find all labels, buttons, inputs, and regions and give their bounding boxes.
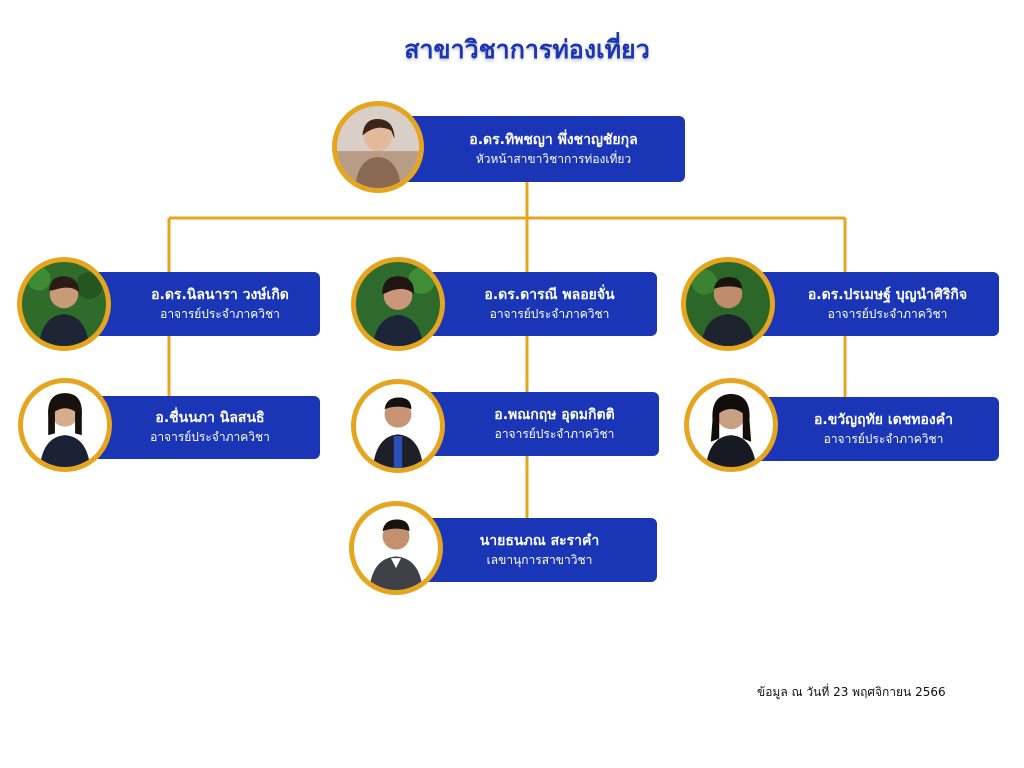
person-name: อ.ดร.นิลนารา วงษ์เกิด	[151, 286, 289, 303]
person-photo-icon	[354, 506, 438, 590]
data-date-note: ข้อมูล ณ วันที่ 23 พฤศจิกายน 2566	[757, 685, 946, 699]
avatar	[332, 101, 424, 193]
person-photo-icon	[356, 262, 440, 346]
person-name: อ.ชื่นนภา นิลสนธิ	[155, 410, 265, 426]
member-card: อ.ชื่นนภา นิลสนธิ อาจารย์ประจำภาควิชา	[84, 396, 320, 459]
person-name: อ.ดร.ดารณี พลอยจั่น	[484, 286, 615, 303]
avatar	[17, 257, 111, 351]
avatar	[681, 257, 775, 351]
person-name: อ.พณกฤษ อุดมกิตติ	[494, 406, 615, 423]
avatar	[349, 501, 443, 595]
person-photo-icon	[686, 262, 770, 346]
member-card: อ.ขวัญฤทัย เดชทองคำ อาจารย์ประจำภาควิชา	[752, 397, 999, 461]
avatar	[684, 378, 778, 472]
person-role: อาจารย์ประจำภาควิชา	[823, 431, 944, 446]
person-photo-icon	[689, 383, 773, 467]
person-role: อาจารย์ประจำภาควิชา	[827, 306, 948, 321]
member-card: อ.ดร.ดารณี พลอยจั่น อาจารย์ประจำภาควิชา	[418, 272, 657, 336]
person-name: นายธนภณ สะราคำ	[479, 532, 600, 549]
member-card: อ.ดร.นิลนารา วงษ์เกิด อาจารย์ประจำภาควิช…	[82, 272, 320, 336]
person-photo-icon	[22, 262, 106, 346]
person-photo-icon	[356, 384, 440, 468]
person-role: อาจารย์ประจำภาควิชา	[150, 430, 270, 444]
person-name: อ.ขวัญฤทัย เดชทองคำ	[814, 411, 953, 428]
avatar	[351, 379, 445, 473]
person-role: เลขานุการสาขาวิชา	[486, 552, 593, 567]
person-role: หัวหน้าสาขาวิชาการท่องเที่ยว	[475, 151, 632, 166]
person-photo-icon	[23, 383, 107, 467]
person-name: อ.ดร.ปรเมษฐ์ บุญนำศิริกิจ	[807, 286, 968, 303]
member-card: นายธนภณ สะราคำ เลขานุการสาขาวิชา	[418, 518, 657, 582]
person-role: อาจารย์ประจำภาควิชา	[494, 426, 615, 441]
member-card: อ.พณกฤษ อุดมกิตติ อาจารย์ประจำภาควิชา	[420, 392, 659, 456]
head-card: อ.ดร.ทิพชญา พึ่งชาญชัยกุล หัวหน้าสาขาวิช…	[400, 116, 685, 182]
page-title: สาขาวิชาการท่องเที่ยว	[404, 35, 650, 64]
person-role: อาจารย์ประจำภาควิชา	[160, 306, 280, 321]
avatar	[351, 257, 445, 351]
avatar	[18, 378, 112, 472]
person-role: อาจารย์ประจำภาควิชา	[489, 306, 610, 321]
person-photo-icon	[337, 106, 419, 188]
person-name: อ.ดร.ทิพชญา พึ่งชาญชัยกุล	[469, 131, 638, 148]
member-card: อ.ดร.ปรเมษฐ์ บุญนำศิริกิจ อาจารย์ประจำภา…	[748, 272, 999, 336]
